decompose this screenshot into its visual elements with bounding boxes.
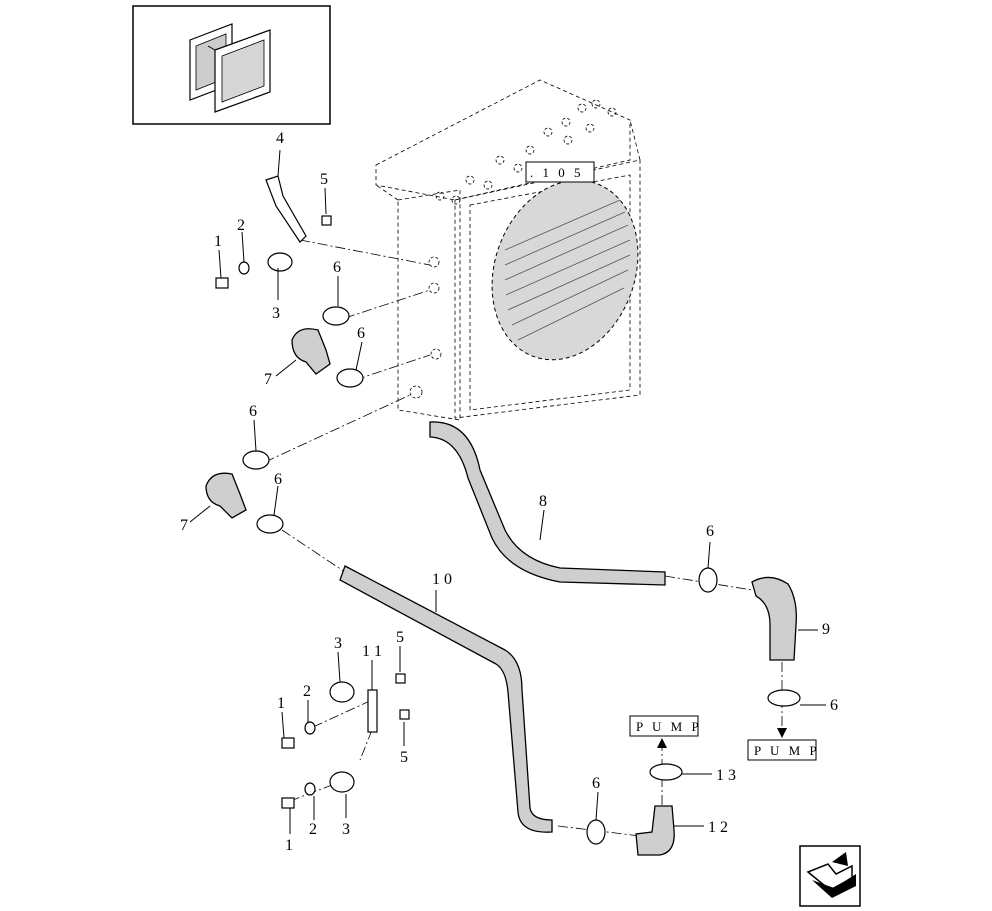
elbow-7-upper (291, 328, 331, 375)
callout-6: 6 (249, 403, 257, 420)
callout-8: 8 (539, 493, 547, 510)
callout-1: 1 (214, 233, 222, 250)
callout-3: 3 (342, 821, 350, 838)
callout-1: 1 (277, 695, 285, 712)
callout-2: 2 (237, 217, 245, 234)
callout-6: 6 (706, 523, 714, 540)
callout-7: 7 (264, 371, 272, 388)
pump-label-lower: P U M P (754, 743, 820, 758)
elbow-7-lower (205, 472, 247, 519)
callout-numbers: 4 5 1 2 3 6 6 7 6 6 7 8 6 1 0 9 3 1 1 5 … (180, 130, 838, 854)
reference-box (525, 161, 595, 183)
callout-10: 1 0 (432, 571, 452, 588)
callout-2: 2 (309, 821, 317, 838)
callout-4: 4 (276, 130, 284, 147)
callout-6: 6 (274, 471, 282, 488)
callout-2: 2 (303, 683, 311, 700)
inset-thumbnail (132, 5, 331, 125)
callout-leaders (189, 149, 826, 834)
fasteners (215, 215, 410, 809)
callout-11: 1 1 (362, 643, 382, 660)
arrow-down-icon (777, 728, 787, 738)
callout-6: 6 (333, 259, 341, 276)
hose-12 (635, 805, 675, 856)
callout-5: 5 (396, 629, 404, 646)
pump-label-upper: P U M P (636, 719, 702, 734)
callout-3: 3 (272, 305, 280, 322)
bracket-4 (265, 175, 307, 243)
callout-7: 7 (180, 517, 188, 534)
radiator-assembly: . 1 0 5 (375, 79, 641, 421)
pump-box-lower: P U M P (747, 728, 820, 761)
next-page-arrow-icon[interactable] (799, 845, 861, 907)
callout-9: 9 (822, 621, 830, 638)
hose-10 (339, 565, 553, 833)
callout-6: 6 (830, 697, 838, 714)
callout-13: 1 3 (716, 767, 736, 784)
callout-5: 5 (320, 171, 328, 188)
callout-12: 1 2 (708, 819, 728, 836)
hose-8 (429, 421, 666, 586)
bracket-11 (367, 689, 378, 733)
arrow-up-icon (657, 738, 667, 748)
callout-6: 6 (357, 325, 365, 342)
callout-3: 3 (334, 635, 342, 652)
hose-clamps (242, 252, 801, 845)
callout-6: 6 (592, 775, 600, 792)
pump-box-upper: P U M P (629, 715, 702, 748)
hose-9 (751, 576, 797, 661)
callout-1: 1 (285, 837, 293, 854)
callout-5: 5 (400, 749, 408, 766)
reference-label: . 1 0 5 (530, 165, 584, 180)
